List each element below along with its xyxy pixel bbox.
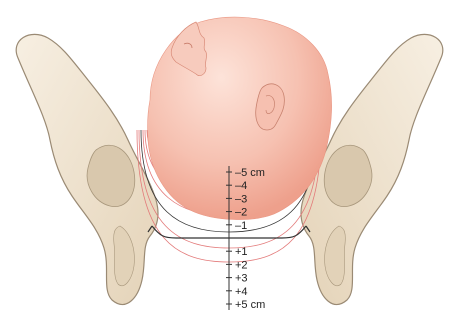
station-label-plus: +2: [235, 259, 248, 271]
station-label-minus: –5 cm: [235, 167, 265, 179]
left-pelvic-bone: [16, 34, 158, 304]
station-label-plus: +4: [235, 286, 248, 298]
station-label-plus: +3: [235, 273, 248, 285]
station-label-minus: –3: [235, 193, 247, 205]
station-label-minus: –1: [235, 220, 247, 232]
station-label-minus: –4: [235, 180, 247, 192]
station-label-plus: +1: [235, 246, 248, 258]
station-label-minus: –2: [235, 207, 247, 219]
station-label-plus: +5 cm: [235, 299, 265, 311]
